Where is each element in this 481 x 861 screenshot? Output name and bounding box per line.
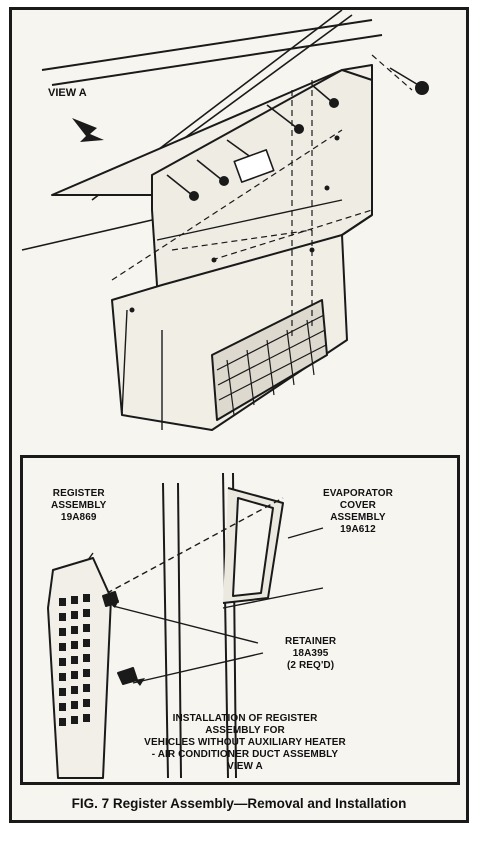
register-assembly-label: REGISTER ASSEMBLY 19A869	[51, 488, 107, 523]
register-assembly-inset	[47, 557, 112, 779]
figure-caption: FIG. 7 Register Assembly—Removal and Ins…	[71, 796, 407, 811]
retainer-icon	[117, 667, 138, 685]
evaporator-cover-label: EVAPORATOR COVER ASSEMBLY 19A612	[323, 488, 393, 535]
view-a-arrow-icon	[72, 118, 104, 142]
inset-drawing	[47, 472, 324, 779]
installation-note: INSTALLATION OF REGISTER ASSEMBLY FOR VE…	[144, 713, 346, 772]
retainer-label: RETAINER 18A395 (2 REQ'D)	[285, 636, 337, 671]
view-a-label: VIEW A	[48, 87, 87, 99]
main-exploded-view	[21, 10, 429, 431]
control-module	[233, 149, 275, 183]
inset-view-a: REGISTER ASSEMBLY 19A869 EVAPORATOR COVE…	[20, 455, 460, 785]
